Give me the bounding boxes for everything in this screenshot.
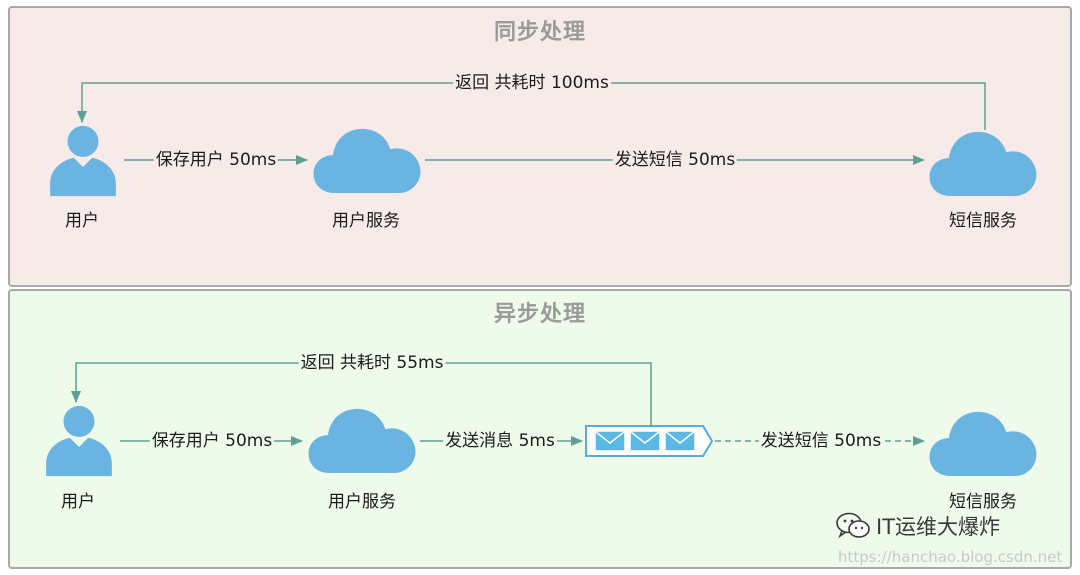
sync-user-label: 用户 bbox=[65, 211, 99, 231]
async-return-label: 返回 共耗时 55ms bbox=[298, 353, 446, 373]
sync-title: 同步处理 bbox=[493, 20, 586, 45]
sync-user-service-label: 用户服务 bbox=[332, 211, 400, 231]
sync-return-label: 返回 共耗时 100ms bbox=[453, 73, 611, 93]
async-user-service-cloud-icon bbox=[308, 408, 416, 474]
sync-sms-service-label: 短信服务 bbox=[949, 211, 1017, 231]
watermark-url: https://hanchao.blog.csdn.net bbox=[838, 548, 1063, 566]
async-user-service-label: 用户服务 bbox=[328, 492, 396, 512]
async-title: 异步处理 bbox=[493, 302, 586, 327]
sync-sms-service-cloud-icon bbox=[929, 131, 1037, 197]
async-send-sms-label: 发送短信 50ms bbox=[758, 431, 884, 451]
async-sms-service-label: 短信服务 bbox=[949, 492, 1017, 512]
async-user-label: 用户 bbox=[61, 492, 95, 512]
wechat-icon bbox=[836, 512, 870, 539]
watermark-text: IT运维大爆炸 bbox=[876, 515, 1001, 539]
sync-send-sms-label: 发送短信 50ms bbox=[612, 150, 738, 170]
message-queue-icon bbox=[585, 425, 714, 457]
async-sms-service-cloud-icon bbox=[929, 411, 1037, 477]
async-send-message-label: 发送消息 5ms bbox=[443, 431, 557, 451]
sync-save-user-label: 保存用户 50ms bbox=[153, 150, 279, 170]
watermark: IT运维大爆炸 bbox=[836, 511, 1000, 541]
async-panel bbox=[8, 289, 1072, 569]
sync-user-icon bbox=[50, 125, 116, 197]
sync-user-service-cloud-icon bbox=[313, 128, 421, 194]
sync-panel bbox=[8, 6, 1072, 287]
async-save-user-label: 保存用户 50ms bbox=[149, 431, 275, 451]
async-user-icon bbox=[46, 405, 112, 477]
